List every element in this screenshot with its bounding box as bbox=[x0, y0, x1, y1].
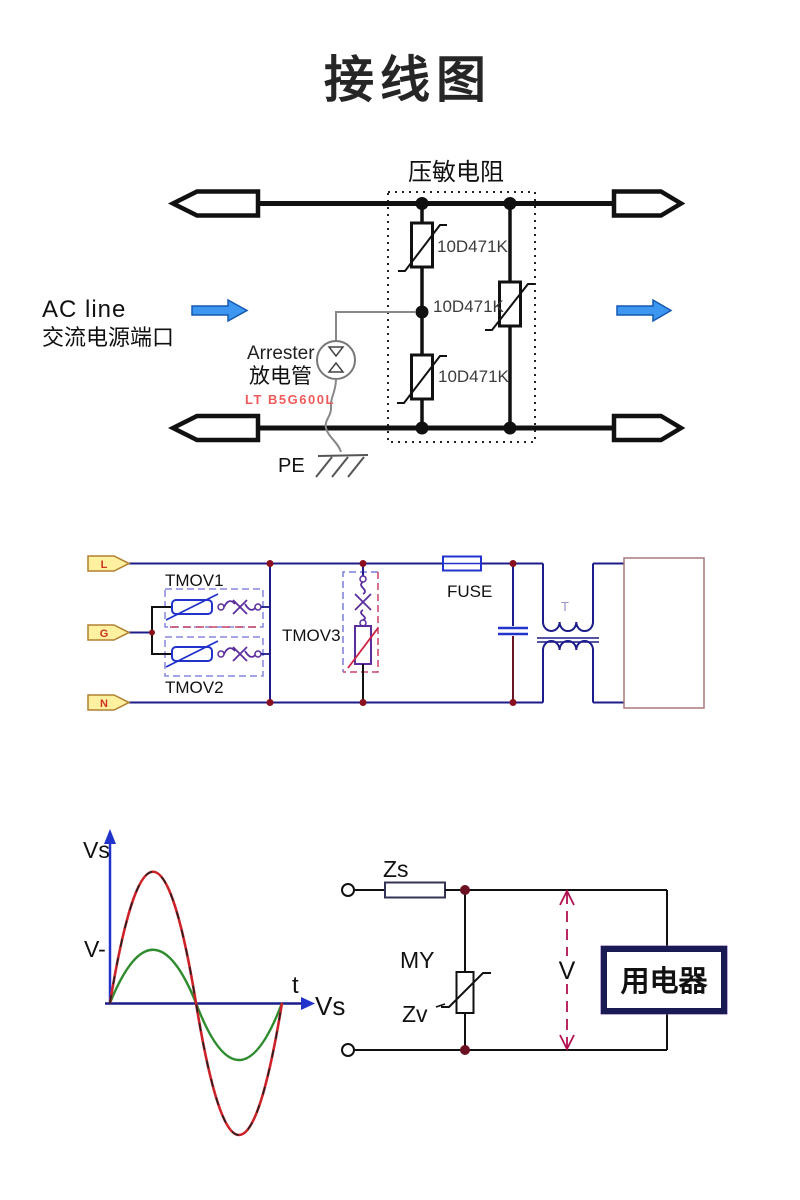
arrester-label-en: Arrester bbox=[247, 343, 315, 364]
input-terminal-bottom bbox=[341, 1043, 355, 1057]
junction-dot bbox=[460, 885, 470, 895]
terminal-n bbox=[87, 694, 131, 711]
winding-top bbox=[542, 621, 594, 633]
arrester-model-label: LT B5G600L bbox=[245, 392, 335, 407]
winding-bottom bbox=[542, 639, 594, 651]
input-terminal-top bbox=[341, 883, 355, 897]
load-box bbox=[601, 946, 727, 1014]
transformer: T bbox=[537, 562, 624, 704]
tmov3-internals bbox=[347, 563, 379, 703]
varistor-group-box bbox=[387, 191, 536, 443]
varistor-3-label: 10D471K bbox=[433, 297, 505, 316]
tmov2-box bbox=[164, 636, 264, 677]
clamp-circuit: Zs MY Zv V 用电器 bbox=[341, 856, 728, 1057]
junction-dot bbox=[415, 421, 429, 435]
junction-dot bbox=[266, 699, 274, 706]
zv-varistor bbox=[455, 971, 475, 1014]
junction-dot bbox=[149, 629, 155, 636]
junction-dot bbox=[509, 699, 517, 706]
junction-dot bbox=[359, 699, 367, 706]
varistor-1-label: 10D471K bbox=[437, 237, 509, 256]
varistor-1 bbox=[410, 221, 434, 269]
ac-line-label-cn: 交流电源端口 bbox=[42, 325, 174, 350]
v-label: V bbox=[559, 957, 576, 985]
varistor-1-slash bbox=[398, 224, 447, 272]
transformer-label: T bbox=[561, 599, 569, 614]
zv-varistor-slash bbox=[441, 972, 491, 1008]
load-label: 用电器 bbox=[620, 965, 708, 998]
zs-label: Zs bbox=[383, 856, 409, 882]
junction-dot bbox=[415, 197, 429, 210]
surge-sine-dash-overlay bbox=[109, 870, 283, 1136]
flow-arrow-left-icon bbox=[191, 298, 249, 323]
terminal-connector-top-left bbox=[167, 189, 261, 218]
junction-dot bbox=[503, 197, 517, 210]
arrester-wire-ground bbox=[324, 378, 342, 453]
x-end-label: Vs bbox=[315, 991, 345, 1021]
terminal-g bbox=[87, 624, 131, 641]
varistor-group-label: 压敏电阻 bbox=[408, 159, 504, 186]
page-title: 接线图 bbox=[324, 52, 492, 108]
flow-arrow-right-icon bbox=[616, 298, 673, 323]
junction-dot bbox=[359, 560, 367, 567]
x-axis-arrow-icon bbox=[301, 997, 315, 1010]
measure-arrowhead-bottom bbox=[559, 1034, 575, 1052]
arrester-triangle-up bbox=[327, 361, 345, 373]
ground-symbol bbox=[317, 454, 369, 457]
varistor-2-slash bbox=[397, 355, 447, 404]
varistor-2-label: 10D471K bbox=[438, 367, 510, 386]
varistor-3-slash bbox=[485, 283, 535, 331]
pe-label: PE bbox=[278, 455, 305, 477]
arrester-label-cn: 放电管 bbox=[249, 365, 312, 388]
terminal-l-label: L bbox=[101, 559, 108, 571]
terminal-l bbox=[87, 555, 131, 572]
tmov3-box bbox=[342, 571, 378, 672]
junction-dot bbox=[266, 560, 274, 567]
varistor-2 bbox=[410, 353, 434, 401]
top-diagram: 压敏电阻 bbox=[42, 159, 686, 478]
clamp-level-label: V- bbox=[84, 936, 106, 962]
terminal-connector-top-right bbox=[611, 189, 686, 218]
middle-diagram: L G N TMOV1 TMOV2 bbox=[87, 555, 705, 711]
arrester-triangle-down bbox=[327, 346, 345, 358]
ac-line-label-en: AC line bbox=[42, 296, 126, 323]
terminal-g-label: G bbox=[100, 628, 109, 640]
tmov2-label: TMOV2 bbox=[165, 678, 224, 697]
fuse-label: FUSE bbox=[447, 582, 492, 601]
tmov3-label: TMOV3 bbox=[282, 626, 341, 645]
y-axis-label: Vs bbox=[83, 837, 110, 863]
zv-label: Zv bbox=[402, 1001, 428, 1027]
tmov1-internals bbox=[165, 593, 270, 621]
y-axis-arrow-icon bbox=[104, 829, 116, 844]
terminal-connector-bottom-left bbox=[167, 413, 261, 443]
junction-dot bbox=[415, 305, 429, 319]
terminal-n-label: N bbox=[100, 698, 108, 710]
x-axis-label: t bbox=[292, 972, 299, 999]
junction-dot bbox=[509, 560, 517, 567]
middle-load-box bbox=[623, 557, 705, 709]
measure-arrowhead-top bbox=[559, 888, 575, 906]
my-label: MY bbox=[400, 947, 435, 973]
tmov2-internals bbox=[165, 640, 270, 668]
arrester-wire-top bbox=[335, 311, 416, 341]
tmov1-label: TMOV1 bbox=[165, 571, 224, 590]
junction-dot bbox=[460, 1045, 470, 1055]
junction-dot bbox=[503, 421, 517, 435]
zs-resistor bbox=[384, 881, 446, 899]
terminal-connector-bottom-right bbox=[611, 413, 686, 443]
waveform-graph: Vs V- t Vs bbox=[83, 829, 345, 1137]
